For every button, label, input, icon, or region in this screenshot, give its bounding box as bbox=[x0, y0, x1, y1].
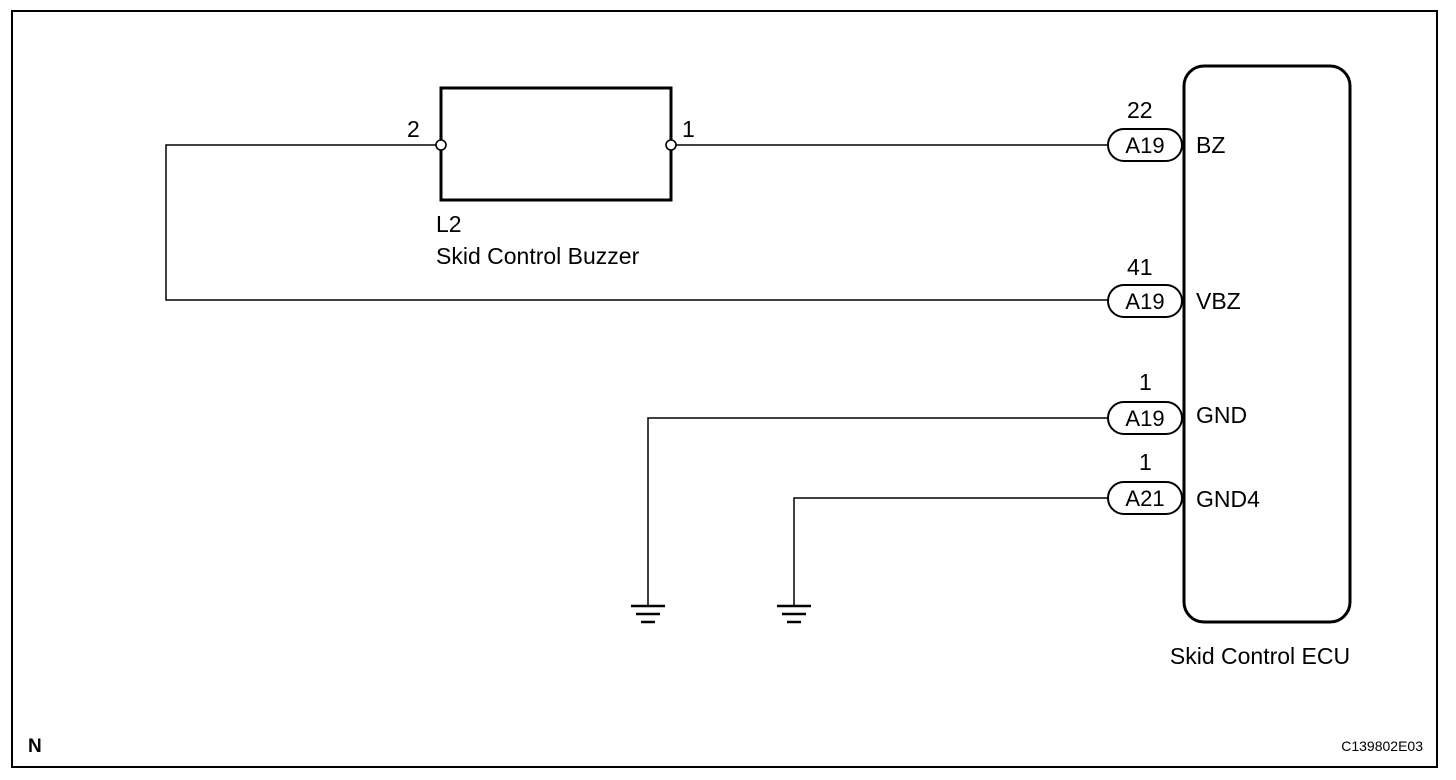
pin-number: 1 bbox=[1139, 449, 1152, 475]
pin-number: 41 bbox=[1127, 254, 1153, 280]
wire-gnd-to-ground bbox=[647, 417, 1108, 606]
figure-code: C139802E03 bbox=[1341, 738, 1423, 754]
ecu-terminal-gnd: 1 A19 GND bbox=[1107, 369, 1247, 435]
signal-name: GND bbox=[1196, 402, 1247, 428]
buzzer-terminal-2 bbox=[435, 139, 447, 151]
ecu-terminal-gnd4: 1 A21 GND4 bbox=[1107, 449, 1260, 515]
connector-badge bbox=[1107, 128, 1183, 162]
signal-name: VBZ bbox=[1196, 288, 1241, 314]
connector-id: A21 bbox=[1125, 486, 1164, 511]
ecu-terminal-vbz: 41 A19 VBZ bbox=[1107, 254, 1241, 318]
signal-name: GND4 bbox=[1196, 486, 1260, 512]
pin-number: 1 bbox=[1139, 369, 1152, 395]
buzzer-ref-label: L2 bbox=[436, 211, 462, 237]
connector-badge bbox=[1107, 284, 1183, 318]
connector-id: A19 bbox=[1125, 133, 1164, 158]
ecu-name-label: Skid Control ECU bbox=[1170, 643, 1350, 669]
wire-gnd4-to-ground bbox=[793, 497, 1108, 606]
skid-control-buzzer-body bbox=[439, 86, 673, 202]
connector-id: A19 bbox=[1125, 406, 1164, 431]
wire-buzzer-2-to-vbz bbox=[165, 144, 1108, 301]
signal-name: BZ bbox=[1196, 132, 1225, 158]
ground-icon bbox=[777, 604, 811, 624]
pin-number: 22 bbox=[1127, 97, 1153, 123]
corner-label: N bbox=[28, 736, 42, 757]
connector-badge bbox=[1107, 401, 1183, 435]
connector-id: A19 bbox=[1125, 289, 1164, 314]
buzzer-terminal-1 bbox=[665, 139, 677, 151]
connector-badge bbox=[1107, 481, 1183, 515]
skid-control-ecu-body bbox=[1182, 64, 1352, 624]
buzzer-pin-2-label: 2 bbox=[407, 116, 420, 142]
ecu-terminal-bz: 22 A19 BZ bbox=[1107, 97, 1225, 162]
buzzer-pin-1-label: 1 bbox=[682, 116, 695, 142]
diagram-frame bbox=[11, 10, 1438, 768]
ground-icon bbox=[631, 604, 665, 624]
buzzer-name-label: Skid Control Buzzer bbox=[436, 243, 640, 269]
